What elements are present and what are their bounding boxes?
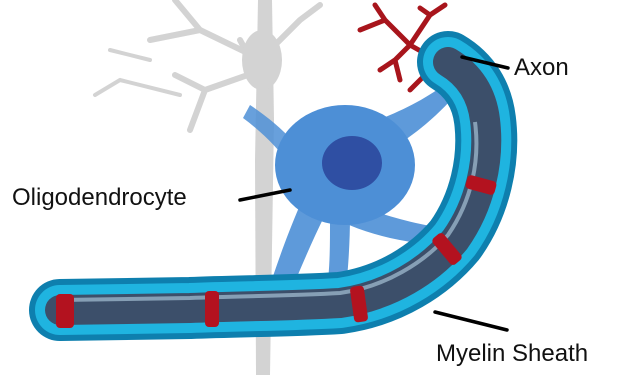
axon-label: Axon xyxy=(514,56,569,80)
oligodendrocyte-label: Oligodendrocyte xyxy=(12,186,187,210)
node-of-ranvier xyxy=(56,294,74,328)
oligodendrocyte-nucleus xyxy=(322,136,382,190)
myelin-sheath-leader-line xyxy=(435,312,507,330)
myelin-sheath-label: Myelin Sheath xyxy=(436,342,588,366)
node-of-ranvier xyxy=(205,291,219,327)
